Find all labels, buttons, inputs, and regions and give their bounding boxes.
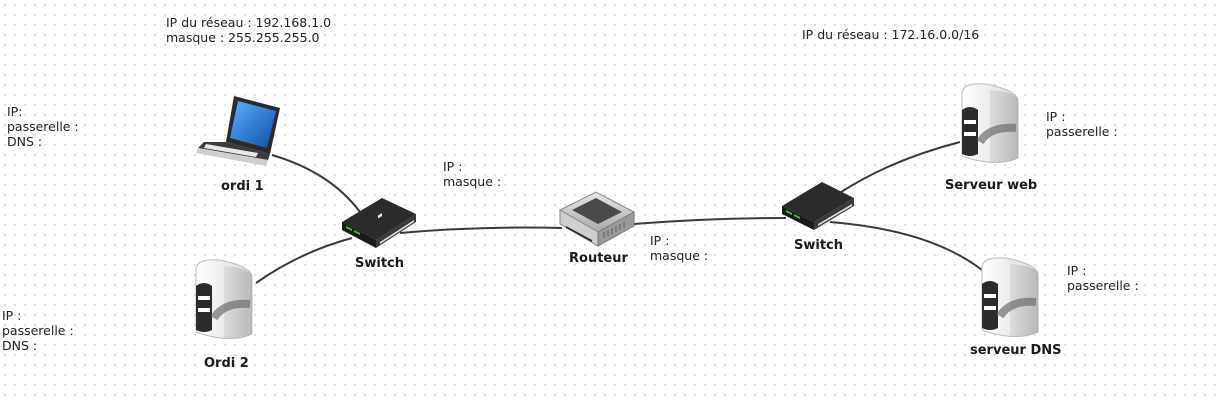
ordi2-config: IP : passerelle : DNS : (2, 308, 74, 353)
link-ordi1-switch (271, 154, 361, 213)
router-right-mask: masque : (650, 248, 709, 263)
right-network-ip: IP du réseau : 172.16.0.0/16 (802, 27, 980, 42)
serveur-web-config: IP : passerelle : (1046, 109, 1118, 139)
network-switch-icon[interactable] (342, 198, 416, 248)
ordi2-gateway-field: passerelle : (2, 323, 74, 338)
link-routeur-switch (633, 217, 787, 225)
ordi1-label: ordi 1 (221, 179, 264, 194)
serveur-web-ip-field: IP : (1046, 109, 1066, 124)
router-left-ip: IP : (443, 159, 463, 174)
router-right-interface: IP : masque : (650, 233, 708, 263)
routeur-label: Routeur (569, 251, 628, 266)
ordi2-ip-field: IP : (2, 308, 22, 323)
switch-right-label: Switch (794, 238, 844, 253)
serveur-web-gateway-field: passerelle : (1046, 124, 1118, 139)
serveur-dns-ip-field: IP : (1067, 263, 1087, 278)
ordi1-config: IP: passerelle : DNS : (7, 104, 79, 149)
server-tower-icon-web[interactable] (961, 83, 1019, 163)
server-tower-icon-dns[interactable] (981, 257, 1039, 337)
router-right-ip: IP : (650, 233, 670, 248)
switch-left-label: Switch (355, 256, 405, 271)
serveur-web-label: Serveur web (945, 178, 1038, 193)
link-switch-serveur-web (837, 141, 961, 195)
serveur-dns-gateway-field: passerelle : (1067, 278, 1139, 293)
left-network-ip: IP du réseau : 192.168.1.0 (166, 15, 332, 30)
serveur-dns-config: IP : passerelle : (1067, 263, 1139, 293)
link-switch-serveur-dns (829, 221, 983, 271)
ordi1-dns-field: DNS : (7, 134, 43, 149)
ordi2-dns-field: DNS : (2, 338, 38, 353)
left-network-mask: masque : 255.255.255.0 (166, 30, 320, 45)
ordi1-gateway-field: passerelle : (7, 119, 79, 134)
link-switch-routeur (399, 226, 563, 234)
ordi1-ip-field: IP: (7, 104, 23, 119)
router-left-mask: masque : (443, 174, 502, 189)
laptop-icon[interactable] (196, 96, 280, 166)
network-switch-icon-right[interactable] (782, 182, 854, 230)
server-tower-icon[interactable] (195, 259, 253, 339)
right-network-info: IP du réseau : 172.16.0.0/16 (802, 27, 979, 42)
ordi2-label: Ordi 2 (204, 356, 249, 371)
link-ordi2-switch (255, 237, 353, 284)
router-left-interface: IP : masque : (443, 159, 501, 189)
serveur-dns-label: serveur DNS (970, 343, 1062, 358)
router-icon[interactable] (558, 191, 636, 247)
left-network-info: IP du réseau : 192.168.1.0 masque : 255.… (166, 15, 331, 45)
